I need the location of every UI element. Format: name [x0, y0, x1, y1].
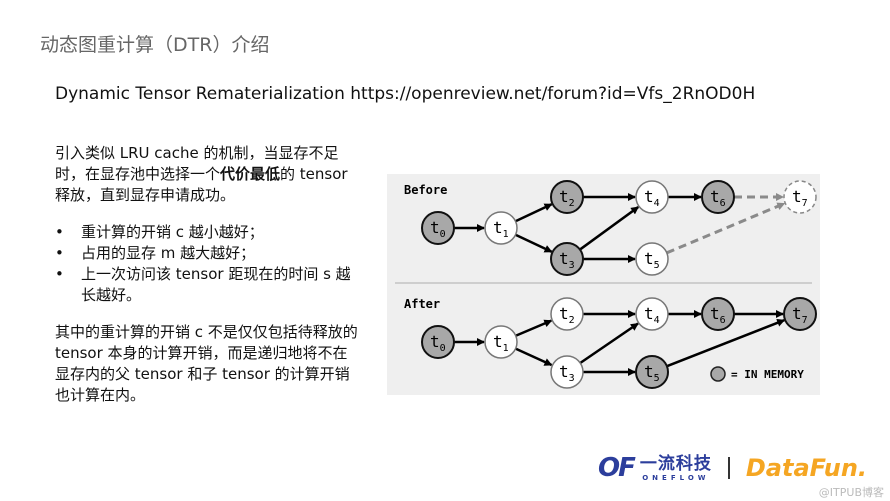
intro-text: 引入类似 LRU cache 的机制，当显存不足时，在显存池中选择一个 [55, 144, 339, 183]
edge-t1-t3 [514, 233, 553, 253]
legend-label: = IN MEMORY [731, 368, 804, 381]
node-t6 [701, 180, 735, 214]
node-t5 [635, 355, 669, 389]
watermark: @ITPUB博客 [818, 486, 884, 499]
node-t5 [635, 242, 669, 276]
node-t2 [550, 297, 584, 331]
edge-t1-t2 [514, 203, 553, 223]
legend-memory-icon [710, 366, 726, 382]
oneflow-mark: OF [598, 453, 636, 483]
node-t1 [484, 325, 518, 359]
intro-text-end: 的 tensor 释放，直到显存申请成功。 [55, 165, 348, 204]
before-label: Before [404, 183, 447, 197]
edge-t1-t3 [515, 347, 553, 367]
closing-paragraph: 其中的重计算的开销 c 不是仅仅包括待释放的 tensor 本身的计算开销，而是… [55, 323, 358, 404]
edge-t1-t2 [515, 319, 553, 337]
edge-t3-t4 [579, 206, 640, 251]
list-item: 重计算的开销 c 越小越好； [55, 222, 360, 243]
edge-t3-t4 [579, 322, 639, 365]
node-t0 [421, 325, 455, 359]
oneflow-en-name: ONEFLOW [642, 473, 710, 482]
node-t4 [635, 180, 669, 214]
after-label: After [404, 297, 440, 311]
criteria-list: 重计算的开销 c 越小越好； 占用的显存 m 越大越好； 上一次访问该 tens… [55, 222, 360, 306]
node-t3 [550, 355, 584, 389]
node-t6 [701, 297, 735, 331]
left-column: 引入类似 LRU cache 的机制，当显存不足时，在显存池中选择一个代价最低的… [55, 143, 360, 406]
node-t0 [421, 211, 455, 245]
node-t7 [783, 297, 817, 331]
intro-bold-text: 代价最低 [220, 165, 281, 183]
oneflow-cn-name: 一流科技 [639, 453, 712, 474]
node-t3 [550, 242, 584, 276]
node-t7 [783, 180, 817, 214]
node-t4 [635, 297, 669, 331]
edge-t5-t7 [666, 319, 786, 368]
edge-t5-t7 [666, 202, 786, 255]
paper-reference: Dynamic Tensor Rematerialization https:/… [55, 84, 756, 104]
node-t2 [550, 180, 584, 214]
list-item: 上一次访问该 tensor 距现在的时间 s 越长越好。 [55, 264, 360, 306]
logo-separator [727, 457, 730, 479]
node-t1 [484, 211, 518, 245]
intro-paragraph: 引入类似 LRU cache 的机制，当显存不足时，在显存池中选择一个代价最低的… [55, 143, 360, 206]
datafun-logo: DataFun. [745, 454, 868, 482]
list-item: 占用的显存 m 越大越好； [55, 243, 360, 264]
slide-title: 动态图重计算（DTR）介绍 [40, 34, 270, 56]
